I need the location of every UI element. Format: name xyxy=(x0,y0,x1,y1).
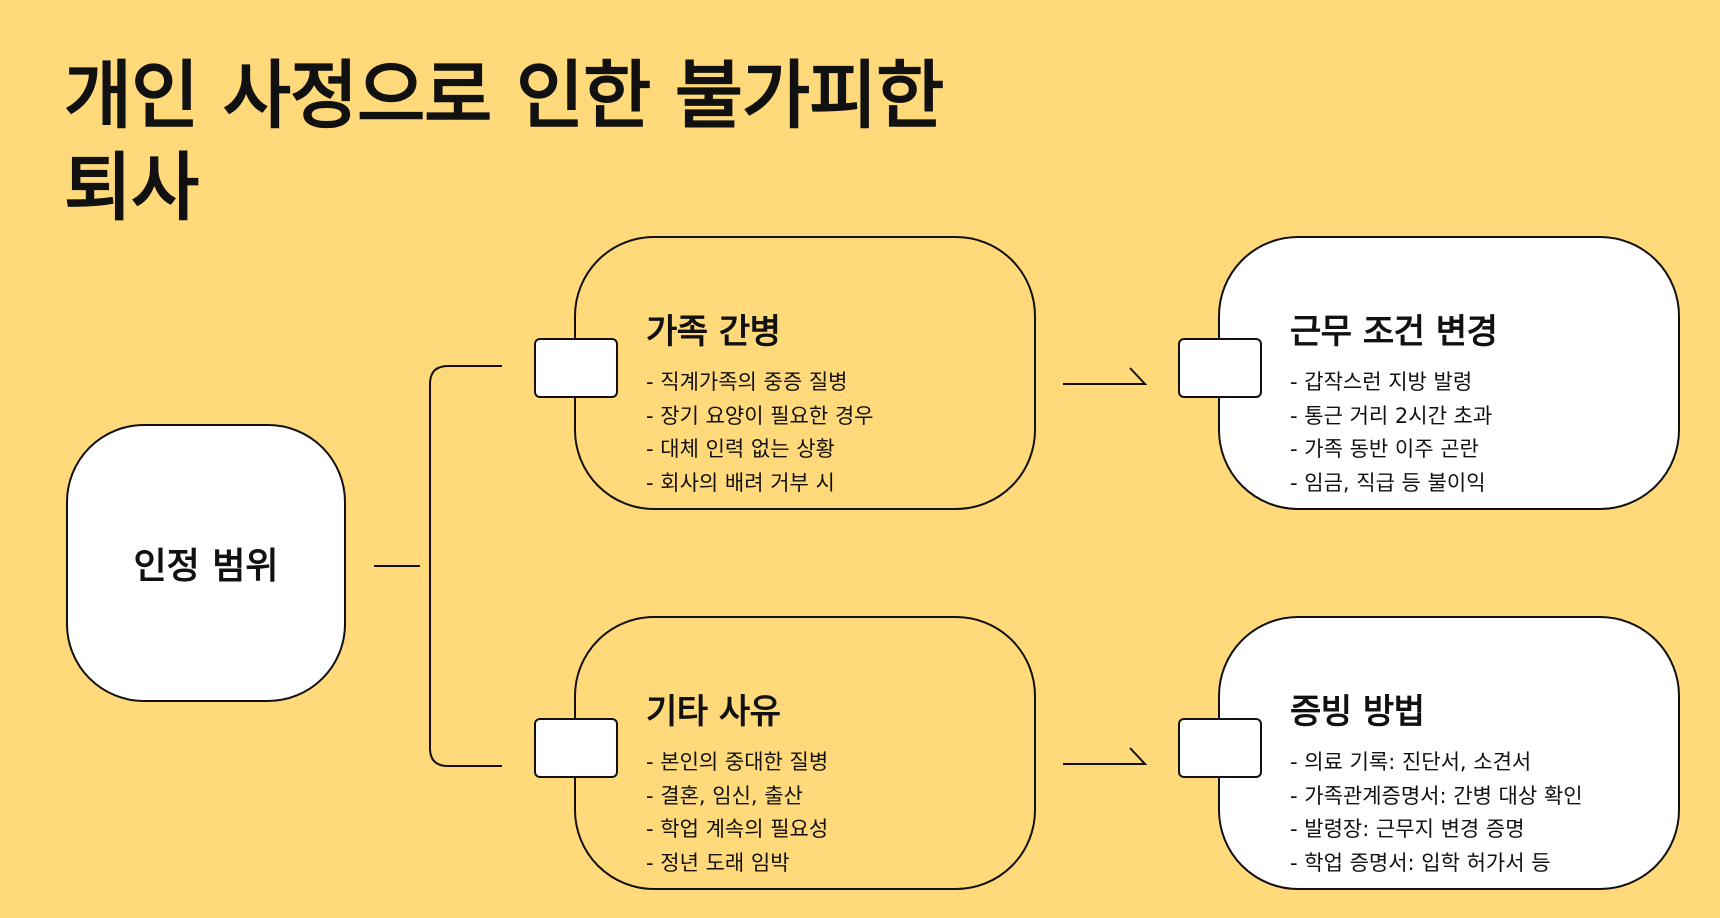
list-item: - 갑작스런 지방 발령 xyxy=(1290,370,1473,394)
card-title: 증빙 방법 xyxy=(1290,692,1425,732)
list-item: - 발령장: 근무지 변경 증명 xyxy=(1290,817,1525,841)
card-family-care: 가족 간병 - 직계가족의 중증 질병 - 장기 요양이 필요한 경우 - 대체… xyxy=(574,236,1036,510)
branch-bracket xyxy=(429,365,502,767)
list-item: - 가족 동반 이주 곤란 xyxy=(1290,437,1479,461)
card-tab xyxy=(534,718,618,778)
list-item: - 장기 요양이 필요한 경우 xyxy=(646,403,874,428)
card-list: - 의료 기록: 진단서, 소견서 - 가족관계증명서: 간병 대상 확인 - … xyxy=(1290,746,1583,880)
list-item: - 의료 기록: 진단서, 소견서 xyxy=(1290,750,1532,774)
list-item: - 결혼, 임신, 출산 xyxy=(646,783,803,808)
arrow-top xyxy=(1063,367,1148,385)
list-item: - 직계가족의 중증 질병 xyxy=(646,370,848,394)
card-title: 근무 조건 변경 xyxy=(1290,312,1498,352)
list-item: - 대체 인력 없는 상황 xyxy=(646,437,835,461)
list-item: - 통근 거리 2시간 초과 xyxy=(1290,403,1493,428)
root-node: 인정 범위 xyxy=(66,424,346,702)
list-item: - 학업 증명서: 입학 허가서 등 xyxy=(1290,850,1551,875)
list-item: - 가족관계증명서: 간병 대상 확인 xyxy=(1290,783,1583,808)
card-work-condition: 근무 조건 변경 - 갑작스런 지방 발령 - 통근 거리 2시간 초과 - 가… xyxy=(1218,236,1680,510)
list-item: - 회사의 배려 거부 시 xyxy=(646,470,835,495)
root-label: 인정 범위 xyxy=(133,546,279,587)
card-tab xyxy=(1178,338,1262,398)
page-title: 개인 사정으로 인한 불가피한 퇴사 xyxy=(64,53,944,231)
card-list: - 직계가족의 중증 질병 - 장기 요양이 필요한 경우 - 대체 인력 없는… xyxy=(646,366,873,500)
card-tab xyxy=(1178,718,1262,778)
card-other-reasons: 기타 사유 - 본인의 중대한 질병 - 결혼, 임신, 출산 - 학업 계속의… xyxy=(574,616,1036,890)
card-list: - 갑작스런 지방 발령 - 통근 거리 2시간 초과 - 가족 동반 이주 곤… xyxy=(1290,366,1492,500)
list-item: - 임금, 직급 등 불이익 xyxy=(1290,470,1486,495)
arrow-bottom xyxy=(1063,747,1148,765)
list-item: - 본인의 중대한 질병 xyxy=(646,750,829,774)
list-item: - 학업 계속의 필요성 xyxy=(646,817,829,841)
card-title: 기타 사유 xyxy=(646,692,781,732)
card-title: 가족 간병 xyxy=(646,312,781,352)
list-item: - 정년 도래 임박 xyxy=(646,850,790,875)
card-tab xyxy=(534,338,618,398)
card-evidence: 증빙 방법 - 의료 기록: 진단서, 소견서 - 가족관계증명서: 간병 대상… xyxy=(1218,616,1680,890)
card-list: - 본인의 중대한 질병 - 결혼, 임신, 출산 - 학업 계속의 필요성 -… xyxy=(646,746,828,880)
